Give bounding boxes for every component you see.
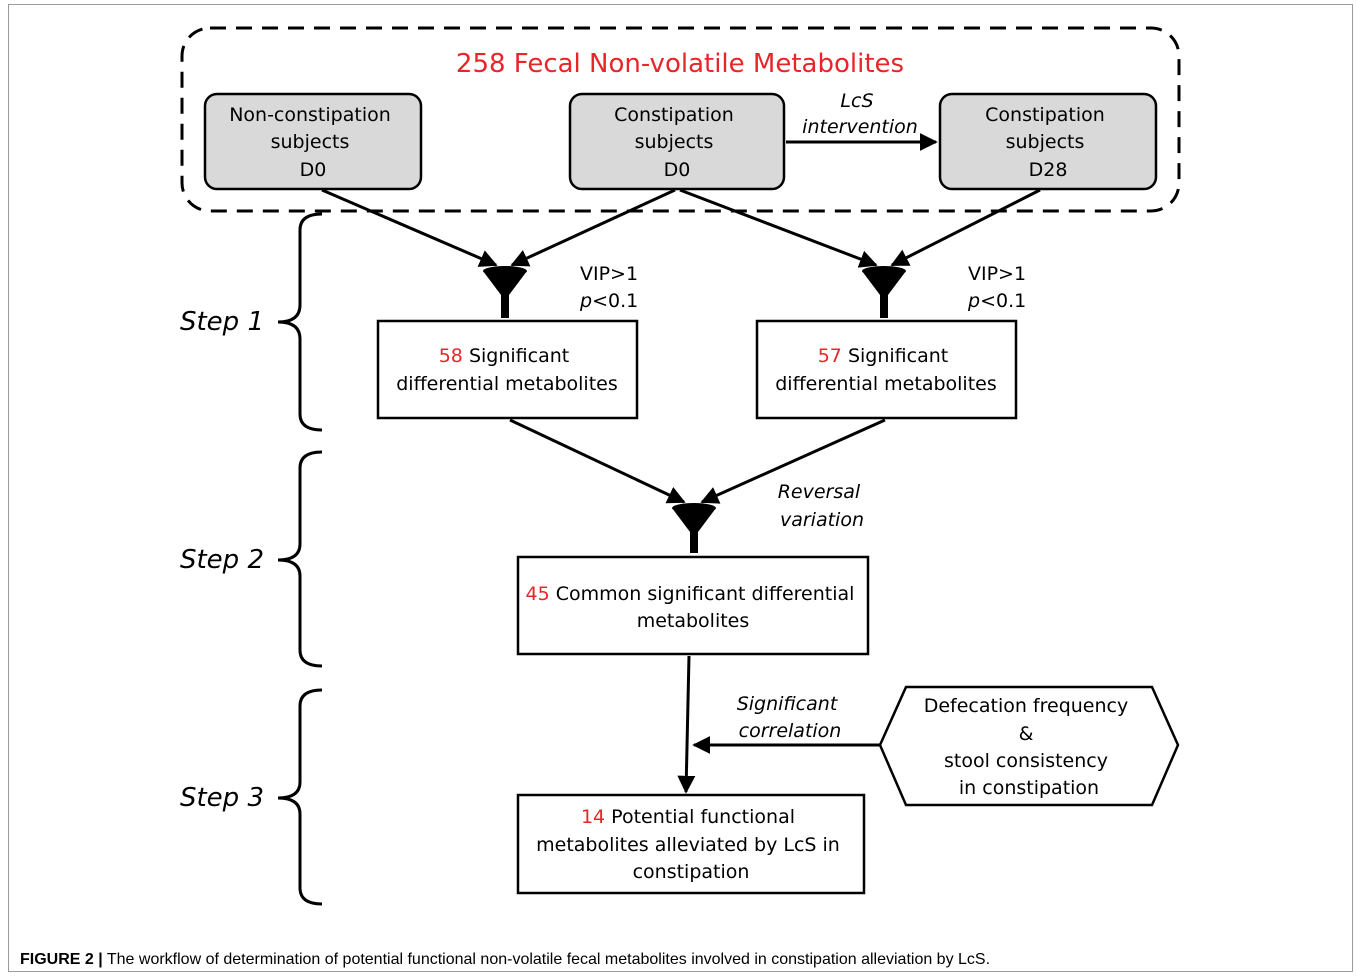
common-metabolites-label: 45 Common significant differential metab… (526, 583, 861, 632)
clinical-indicators-hexagon (878, 685, 1180, 807)
constipation-d28-label: Constipation subjects D28 (985, 104, 1111, 181)
arrow-const-to-funnel1 (510, 188, 676, 267)
arrow-d28-to-funnel2 (890, 188, 1041, 267)
final-metabolites-box (516, 793, 866, 895)
result-box-left (376, 319, 639, 420)
step1-label: Step 1 (180, 307, 264, 337)
figure-caption: FIGURE 2 | The workflow of determination… (20, 950, 1340, 970)
correlation-label: Significant correlation (737, 693, 844, 742)
non-constipation-box (203, 92, 423, 191)
filter-funnel-icon (483, 266, 527, 318)
constipation-d0-box (568, 92, 786, 191)
intervention-label: LcS intervention (802, 90, 918, 138)
figure-caption-label: FIGURE 2 | (20, 951, 103, 968)
result-box-right (755, 319, 1018, 420)
constipation-d28-box (938, 92, 1158, 191)
step2-label: Step 2 (180, 545, 264, 575)
step3-label: Step 3 (180, 783, 264, 813)
arrow-nonconst-to-funnel1 (321, 188, 498, 267)
non-constipation-label: Non-constipation subjects D0 (229, 104, 397, 181)
filter-funnel-icon (862, 266, 906, 318)
arrow-left-to-funnel3 (509, 418, 686, 504)
diagram-title: 258 Fecal Non-volatile Metabolites (456, 49, 904, 79)
step3-brace (277, 688, 323, 906)
step1-brace (277, 212, 323, 432)
filter-criteria-left: VIP>1 p<0.1 (579, 263, 644, 312)
result-right-label: 57 Significant differential metabolites (775, 345, 997, 395)
common-metabolites-box (516, 555, 870, 656)
result-left-label: 58 Significant differential metabolites (396, 345, 618, 395)
metabolites-dashed-group (180, 26, 1181, 213)
filter-criteria-right: VIP>1 p<0.1 (967, 263, 1032, 312)
reversal-variation-label: Reversal variation (778, 481, 867, 531)
constipation-d0-label: Constipation subjects D0 (614, 104, 740, 181)
arrow-right-to-funnel3 (700, 418, 886, 504)
arrow-const-to-funnel2 (679, 188, 878, 268)
filter-funnel-icon (672, 503, 716, 553)
figure-frame (8, 4, 1353, 972)
final-metabolites-label: 14 Potential functional metabolites alle… (536, 806, 846, 883)
clinical-indicators-label: Defecation frequency & stool consistency… (924, 695, 1135, 799)
arrow-common-to-final (677, 655, 696, 794)
step2-brace (277, 450, 323, 668)
figure-caption-text: The workflow of determination of potenti… (102, 951, 991, 968)
